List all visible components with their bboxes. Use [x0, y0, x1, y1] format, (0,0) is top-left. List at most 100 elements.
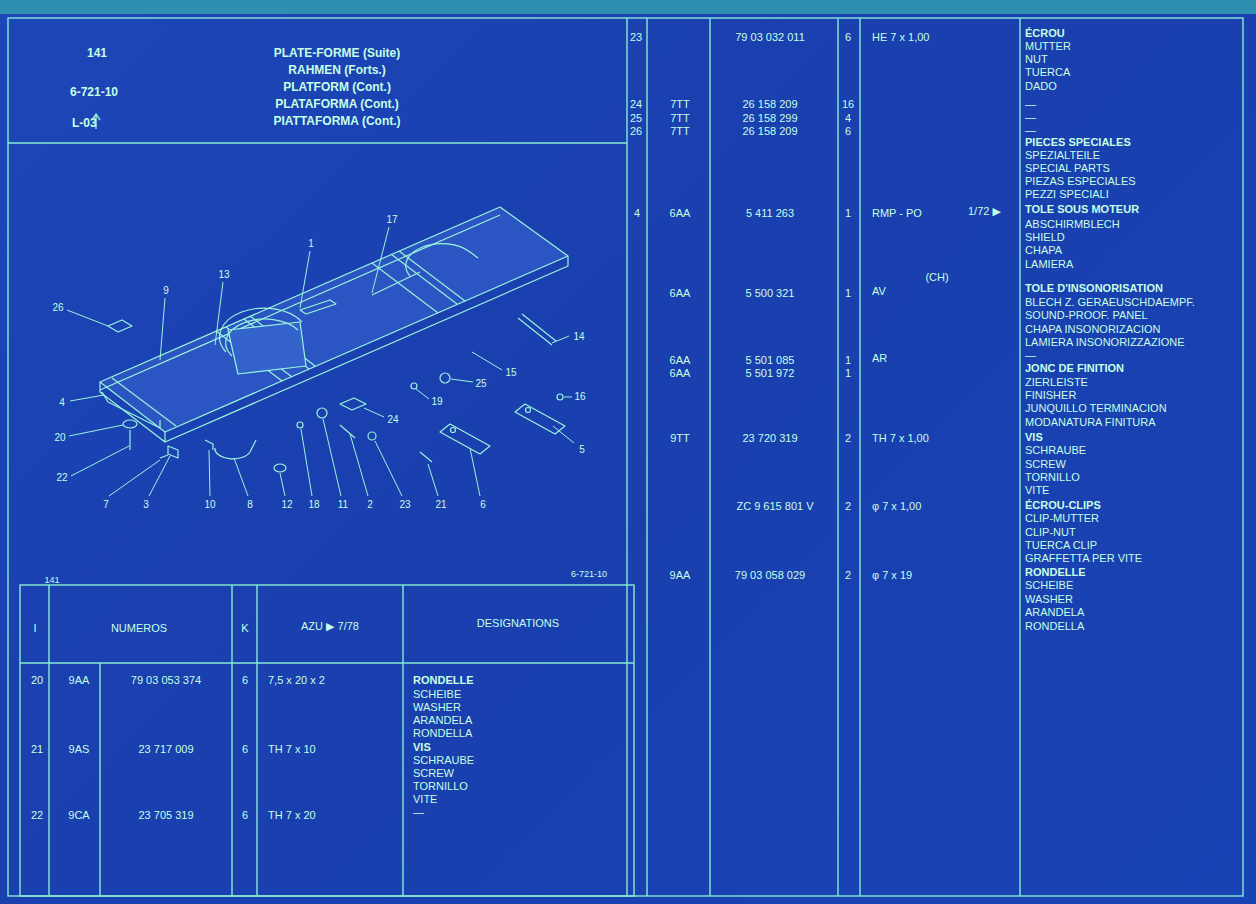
leader-line	[451, 379, 473, 382]
table-cell: 9CA	[68, 809, 89, 822]
platform-illustration	[123, 420, 137, 428]
leader-line	[323, 419, 341, 496]
table-cell: AV	[872, 285, 886, 298]
platform-illustration	[440, 373, 450, 383]
table-cell: 9AA	[670, 569, 691, 582]
table-cell: DESIGNATIONS	[477, 617, 559, 630]
table-cell: ARANDELA	[413, 714, 472, 727]
platform-illustration	[406, 244, 478, 276]
platform-illustration	[411, 383, 417, 389]
table-rule	[8, 18, 1243, 896]
leader-line	[160, 298, 165, 360]
table-cell: PEZZI SPECIALI	[1025, 188, 1109, 201]
callout-number: 9	[163, 284, 169, 297]
callout-number: 20	[54, 431, 65, 444]
designation-heading: JONC DE FINITION	[1025, 362, 1124, 375]
table-cell: 1	[845, 354, 851, 367]
table-cell: —	[1025, 98, 1036, 111]
table-cell: 6AA	[670, 367, 691, 380]
designation-heading: TOLE SOUS MOTEUR	[1025, 203, 1139, 216]
table-cell: ARANDELA	[1025, 606, 1084, 619]
leader-line	[470, 448, 480, 496]
platform-illustration	[526, 408, 531, 413]
table-cell: RONDELLA	[413, 727, 472, 740]
table-cell: TH 7 x 1,00	[872, 432, 929, 445]
table-cell: SPEZIALTEILE	[1025, 149, 1100, 162]
leader-line	[280, 473, 285, 496]
callout-number: 26	[52, 301, 63, 314]
callout-number: 24	[387, 413, 398, 426]
table-cell: LAMIERA INSONORIZZAZIONE	[1025, 336, 1185, 349]
table-cell: BLECH Z. GERAEUSCHDAEMPF.	[1025, 296, 1195, 309]
table-rule	[20, 662, 634, 663]
table-cell: 6	[242, 809, 248, 822]
table-cell: 26 158 209	[742, 98, 797, 111]
callout-number: 3	[143, 498, 149, 511]
platform-illustration	[100, 207, 568, 472]
table-rule	[8, 142, 627, 143]
table-rule	[48, 585, 49, 896]
leader-line	[300, 251, 310, 308]
leader-line	[428, 464, 438, 496]
table-rule	[646, 18, 647, 896]
table-cell: φ 7 x 19	[872, 569, 912, 582]
table-cell: 4	[845, 112, 851, 125]
table-cell: 5 501 085	[746, 354, 795, 367]
table-cell: SCREW	[413, 767, 454, 780]
platform-illustration	[300, 300, 336, 314]
table-cell: 23 717 009	[138, 743, 193, 756]
table-rule	[626, 18, 627, 896]
table-cell: NUMEROS	[111, 622, 167, 635]
leader-line	[149, 456, 170, 496]
platform-illustration	[160, 455, 168, 458]
table-cell: —	[1025, 124, 1036, 137]
table-cell: 1	[845, 367, 851, 380]
callout-number: 13	[218, 268, 229, 281]
table-cell: TUERCA	[1025, 66, 1070, 79]
table-cell: SCHRAUBE	[1025, 444, 1086, 457]
table-cell: 20	[31, 674, 43, 687]
table-cell: TUERCA CLIP	[1025, 539, 1097, 552]
table-cell: MODANATURA FINITURA	[1025, 416, 1156, 429]
designation-heading: RONDELLE	[413, 674, 474, 687]
table-rule	[8, 18, 1243, 896]
table-cell: 5 500 321	[746, 287, 795, 300]
table-cell: 79 03 032 011	[735, 31, 805, 44]
table-cell: 23 705 319	[138, 809, 193, 822]
table-cell: 9TT	[670, 432, 690, 445]
table-cell: 1/72 ▶	[968, 205, 1001, 218]
platform-illustration	[440, 424, 490, 454]
platform-illustration	[372, 263, 438, 313]
table-cell: MUTTER	[1025, 40, 1071, 53]
table-cell: 6	[242, 674, 248, 687]
leader-line	[215, 282, 223, 345]
table-cell: WASHER	[413, 701, 461, 714]
platform-illustration	[420, 452, 432, 462]
table-cell: 6	[242, 743, 248, 756]
platform-illustration	[372, 272, 420, 295]
callout-number: 7	[103, 498, 109, 511]
table-cell: AZU ▶ 7/78	[301, 620, 359, 633]
table-cell: VITE	[413, 793, 437, 806]
table-cell: 21	[31, 743, 43, 756]
table-cell: TH 7 x 20	[268, 809, 316, 822]
callout-number: 18	[308, 498, 319, 511]
designation-heading: PIECES SPECIALES	[1025, 136, 1131, 149]
table-cell: 23 720 319	[742, 432, 797, 445]
designation-heading: TOLE D'INSONORISATION	[1025, 282, 1163, 295]
page-title: PLATE-FORME (Suite)	[274, 47, 400, 60]
leader-line	[70, 395, 104, 401]
table-cell: ZC 9 615 801 V	[736, 500, 813, 513]
platform-illustration	[102, 392, 160, 428]
table-cell: WASHER	[1025, 593, 1073, 606]
table-rule	[402, 585, 403, 896]
callout-number: 22	[56, 471, 67, 484]
table-rule	[256, 585, 257, 896]
designation-heading: ÉCROU-CLIPS	[1025, 499, 1101, 512]
table-cell: —	[413, 806, 424, 819]
table-cell: 7TT	[670, 98, 690, 111]
platform-illustration	[112, 378, 176, 426]
table-cell: LAMIERA	[1025, 258, 1073, 271]
table-cell: SCHEIBE	[413, 688, 461, 701]
header-text: PLATFORM (Cont.)	[283, 81, 391, 94]
